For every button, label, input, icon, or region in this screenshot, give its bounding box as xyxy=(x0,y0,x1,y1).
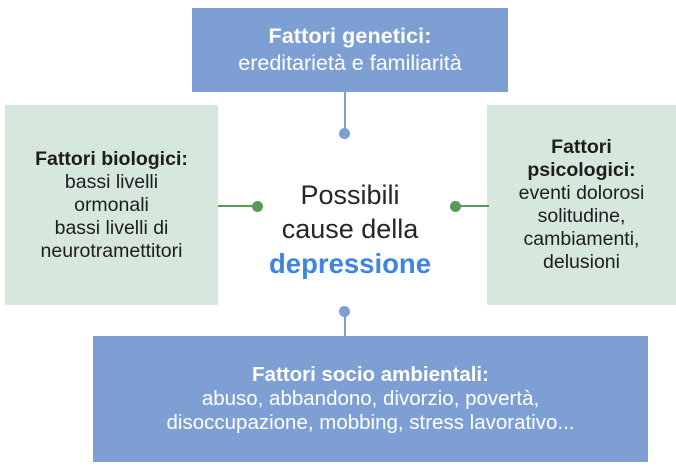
connector-dot-top xyxy=(339,128,350,139)
connector-dot-right xyxy=(450,201,461,212)
connector-dot-bottom xyxy=(339,306,350,317)
connector-line-bottom xyxy=(344,312,346,338)
center-label-line1: Possibili xyxy=(300,180,400,210)
node-body-socio-line1: abuso, abbandono, divorzio, povertà, xyxy=(201,386,540,410)
center-label: Possibili cause della depressione xyxy=(250,178,450,281)
node-title-biologici: Fattori biologici: xyxy=(35,147,188,170)
node-fattori-psicologici[interactable]: Fattori psicologici: eventi dolorosi sol… xyxy=(487,105,676,305)
node-body-biologici-line4: neurotramettitori xyxy=(40,239,183,262)
connector-dot-left xyxy=(252,201,263,212)
node-title-genetici: Fattori genetici: xyxy=(268,23,432,48)
connector-line-right xyxy=(457,205,489,207)
node-body-genetici: ereditarietà e familiarità xyxy=(238,51,462,75)
node-body-psicologici-line3: cambiamenti, xyxy=(523,228,640,250)
node-body-psicologici-line4: delusioni xyxy=(543,251,620,273)
connector-line-left xyxy=(218,205,258,207)
node-body-psicologici-line1: eventi dolorosi xyxy=(518,182,645,204)
center-label-emphasis: depressione xyxy=(268,247,431,279)
node-body-biologici-line3: bassi livelli di xyxy=(54,216,169,239)
center-label-line2: cause della xyxy=(281,214,419,245)
node-body-psicologici-line2: solitudine, xyxy=(537,205,626,227)
node-fattori-genetici[interactable]: Fattori genetici: ereditarietà e familia… xyxy=(192,8,508,92)
node-fattori-biologici[interactable]: Fattori biologici: bassi livelli ormonal… xyxy=(5,105,218,305)
node-title-psicologici-line1: Fattori xyxy=(551,136,612,158)
connector-line-top xyxy=(344,92,346,132)
node-body-socio-line2: disoccupazione, mobbing, stress lavorati… xyxy=(166,411,575,435)
node-body-biologici-line1: bassi livelli xyxy=(64,170,159,193)
node-title-psicologici-line2: psicologici: xyxy=(527,159,636,181)
node-fattori-socio-ambientali[interactable]: Fattori socio ambientali: abuso, abbando… xyxy=(93,336,648,462)
node-title-socio: Fattori socio ambientali: xyxy=(252,362,489,386)
node-body-biologici-line2: ormonali xyxy=(74,193,149,216)
